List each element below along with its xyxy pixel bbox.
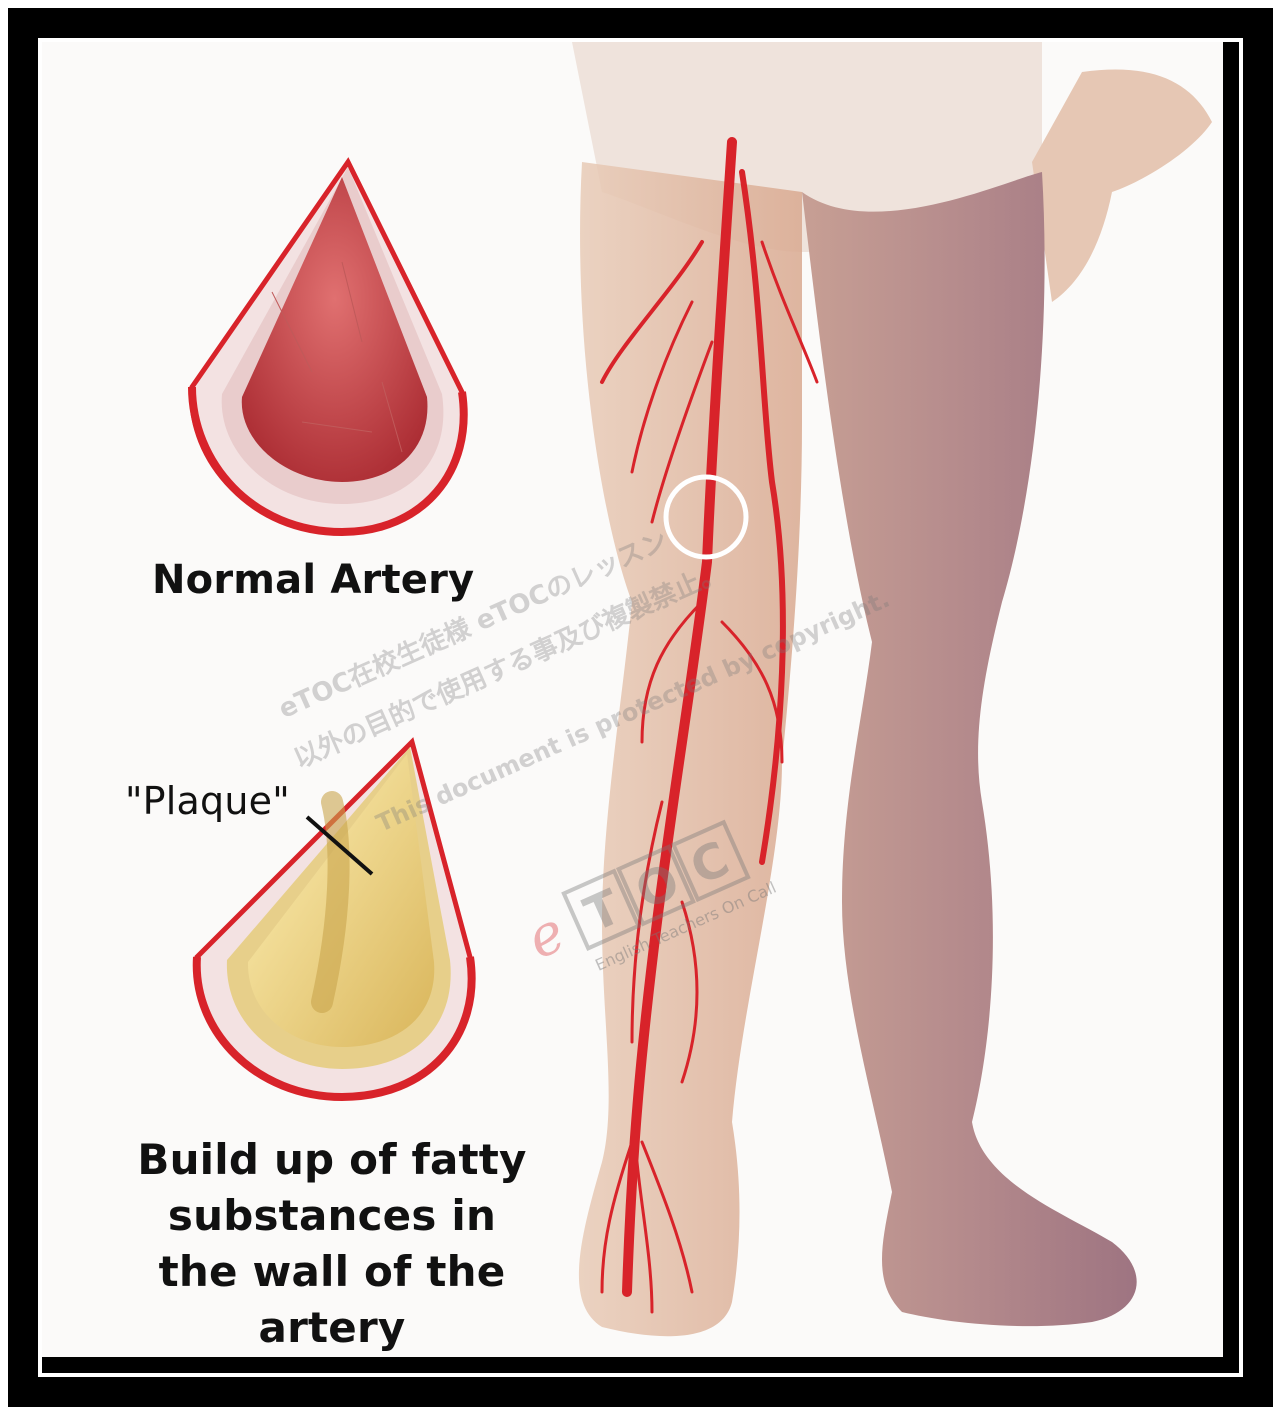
build-up-caption: Build up of fatty substances in the wall… <box>122 1132 542 1356</box>
illustration-canvas: Normal Artery "Plaque" Build up of fatty… <box>42 42 1223 1357</box>
plaque-label: "Plaque" <box>125 779 290 823</box>
normal-artery-drawing <box>192 162 464 532</box>
normal-artery-label: Normal Artery <box>152 557 474 603</box>
